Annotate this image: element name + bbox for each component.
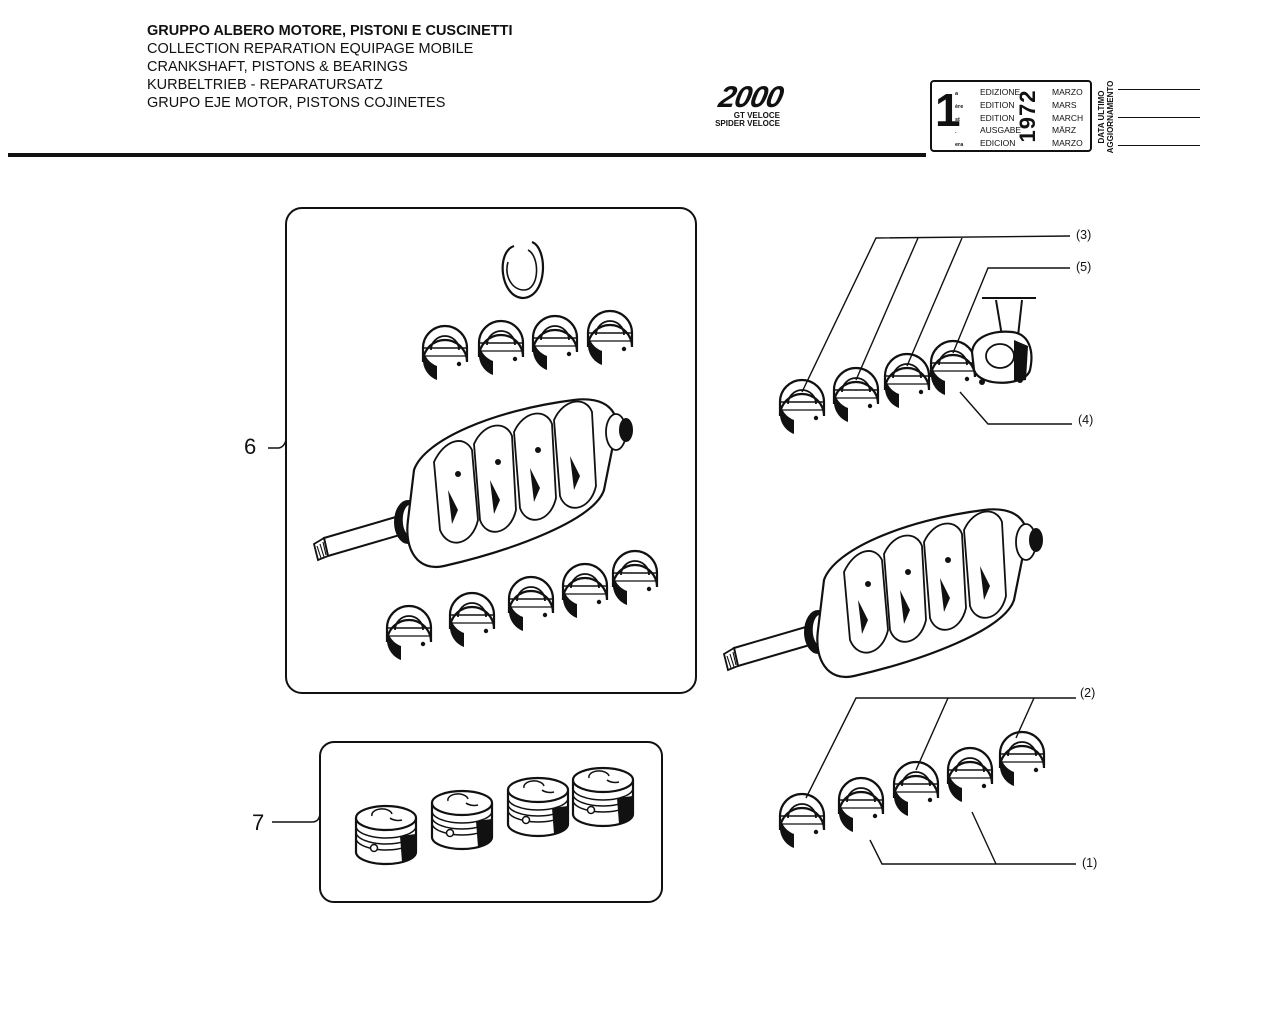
callout-3: (3) [1076,228,1092,242]
edition-suffixes: a ère st . era [955,88,963,152]
edition-label: EDITION [980,112,1015,123]
piston [506,776,570,838]
callout-4: (4) [1078,413,1094,427]
update-blank-line [1118,145,1200,146]
main-bearing [778,792,826,850]
title-italian: GRUPPO ALBERO MOTORE, PISTONI E CUSCINET… [147,23,513,39]
piston [354,804,418,866]
model-logo: 2000 GT VELOCE SPIDER VELOCE [658,81,786,128]
kit-number-7: 7 [252,810,265,835]
conrod-bearing [778,378,826,436]
header-rule [8,153,926,157]
main-bearing [946,746,994,804]
edition-suffix: st [955,116,960,123]
main-bearing [892,760,940,818]
main-bearing-lower [385,604,433,662]
title-german: KURBELTRIEB - REPARATURSATZ [147,77,383,93]
main-bearing-upper [421,324,469,382]
main-bearing [837,776,885,834]
edition-label: EDITION [980,99,1015,110]
edition-month: MÄRZ [1052,125,1077,136]
edition-months: MARZO MARS MARCH MÄRZ MARZO [1052,86,1083,150]
main-bearing-upper [477,319,525,377]
title-spanish: GRUPO EJE MOTOR, PISTONS COJINETES [147,95,446,111]
edition-label: EDIZIONE [980,87,1021,97]
crankshaft [722,508,1045,679]
conrod-bearing [832,366,880,424]
kit-number-6: 6 [244,434,257,459]
edition-number: 1 [935,84,961,136]
main-bearing [998,730,1046,788]
piston [430,789,494,851]
connecting-rod [970,297,1036,385]
title-french: COLLECTION REPARATION EQUIPAGE MOBILE [147,41,474,57]
main-bearing-lower [561,562,609,620]
thrust-washer [501,240,544,300]
conrod-bearing [883,352,931,410]
main-bearing-lower [611,549,659,607]
edition-month: MARZO [1052,87,1083,97]
piston-kit-box [319,741,663,903]
callout-2: (2) [1080,686,1096,700]
model-logo-sub2: SPIDER VELOCE [715,119,780,128]
callout-leaders [801,235,1076,865]
edition-label: AUSGABE [980,125,1022,136]
main-bearing-lower [507,575,555,633]
header-titles: GRUPPO ALBERO MOTORE, PISTONI E CUSCINET… [147,22,513,112]
edition-suffix: . [955,129,957,136]
edition-month: MARZO [1052,138,1083,149]
conrod-bearing [929,339,977,397]
main-bearing-lower [448,591,496,649]
edition-suffix: era [955,142,964,149]
edition-suffix: a [955,91,959,97]
main-bearing-upper [586,309,634,367]
edition-month: MARCH [1052,112,1084,123]
model-logo-sub1: GT VELOCE [733,111,780,120]
edition-label: EDICION [980,138,1016,149]
update-blank-line [1118,117,1200,118]
kit-7-leader [272,811,321,823]
edition-month: MARS [1052,99,1077,110]
crankshaft-kit-box [285,207,697,694]
kit-6-leader [268,437,287,449]
title-english: CRANKSHAFT, PISTONS & BEARINGS [147,59,408,75]
piston [571,766,635,828]
crankshaft-kit-crankshaft [312,398,635,569]
edition-suffix: ère [955,103,964,110]
edition-labels: EDIZIONE EDITION EDITION AUSGABE EDICION [980,86,1021,150]
edition-box: 1 a ère st . era EDIZIONE EDITION EDITIO… [930,80,1092,152]
main-bearing-upper [531,314,579,372]
update-blank-line [1118,89,1200,90]
callout-5: (5) [1076,260,1092,274]
callout-1: (1) [1082,856,1098,870]
